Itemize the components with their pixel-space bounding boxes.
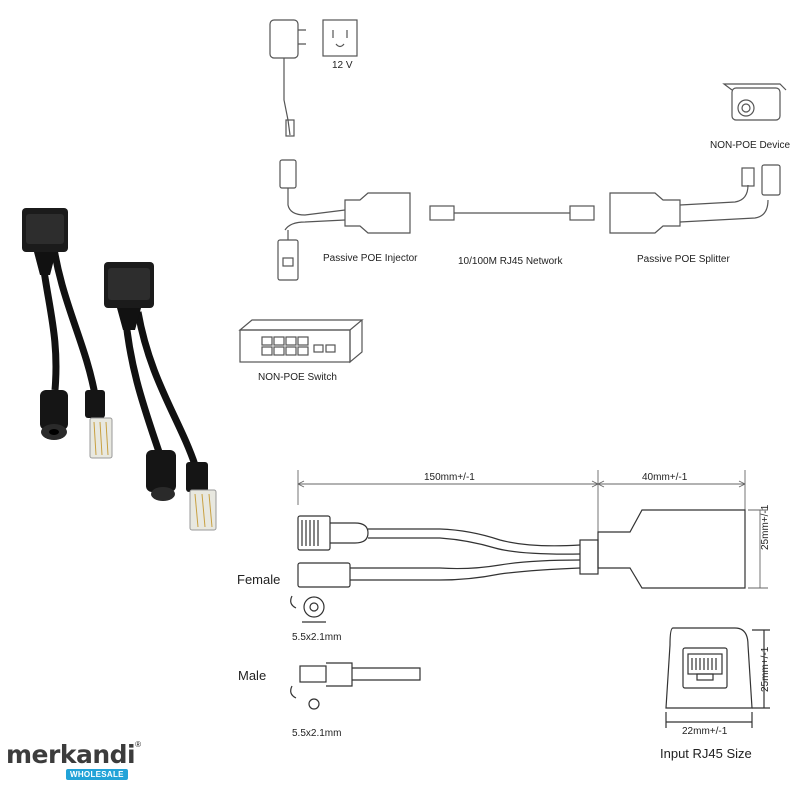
splitter-label: Passive POE Splitter <box>637 254 730 265</box>
head-height-label: 25mm+/-1 <box>760 504 771 550</box>
dimension-lines <box>297 470 768 589</box>
brand-subtitle: WHOLESALE <box>66 769 128 780</box>
splitter-assembly <box>609 164 781 234</box>
rj45-width-label: 22mm+/-1 <box>682 726 728 737</box>
camera-icon <box>722 83 787 121</box>
female-size-label: 5.5x2.1mm <box>292 632 342 643</box>
head-length-label: 40mm+/-1 <box>642 472 688 483</box>
female-plug-drawing <box>290 595 326 623</box>
male-plug-drawing <box>290 662 421 710</box>
male-label: Male <box>238 668 267 683</box>
cable-length-label: 150mm+/-1 <box>424 472 475 483</box>
female-label: Female <box>237 572 281 587</box>
power-adapter-icon <box>269 19 306 137</box>
rj45-port-drawing <box>665 627 770 728</box>
injector-assembly <box>277 159 411 281</box>
poe-cable-front <box>104 262 217 531</box>
registered-mark: ® <box>135 740 141 749</box>
network-label: 10/100M RJ45 Network <box>458 256 563 267</box>
injector-label: Passive POE Injector <box>323 253 418 264</box>
switch-label: NON-POE Switch <box>258 372 337 383</box>
switch-icon <box>238 319 364 364</box>
wall-outlet-icon <box>322 19 358 57</box>
male-size-label: 5.5x2.1mm <box>292 728 342 739</box>
non-poe-device-label: NON-POE Device <box>710 140 791 151</box>
rj45-caption: Input RJ45 Size <box>660 746 752 761</box>
rj45-network-cable <box>429 205 595 221</box>
voltage-label: 12 V <box>332 60 353 71</box>
rj45-height-label: 25mm+/-1 <box>760 646 771 692</box>
poe-cable-back <box>22 208 113 459</box>
splitter-cable-drawing <box>297 509 746 589</box>
brand-name: merkandi <box>6 740 136 769</box>
merkandi-logo: merkandi® WHOLESALE <box>6 740 141 780</box>
